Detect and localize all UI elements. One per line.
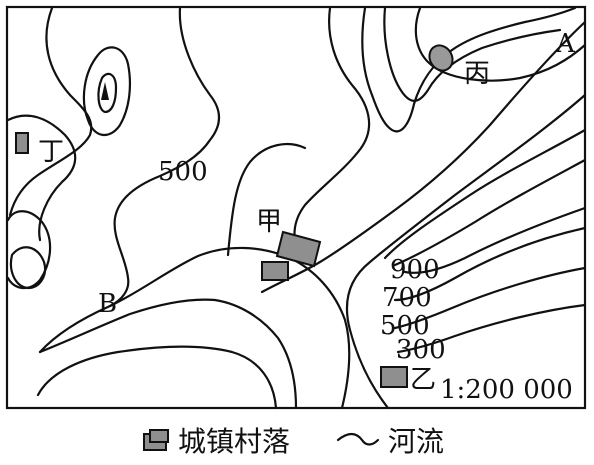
contour-line-4 [293,6,371,257]
contour-line-12 [393,226,587,302]
contour-lines [6,6,587,410]
contour-line-16 [38,298,298,410]
legend: 城镇村落 河流 [143,425,444,458]
lake [428,44,454,72]
place-label-yi: 乙 [410,365,436,395]
contour-line-8 [345,93,587,410]
contour-label-500-left: 500 [158,157,208,187]
settlement-jia-lower-icon [261,261,289,281]
contour-line-1 [8,6,93,217]
legend-river-label: 河流 [388,425,444,458]
river-icon [336,432,380,446]
place-label-ding: 丁 [38,137,64,167]
map-frame [5,5,587,410]
contour-line-22 [226,142,307,257]
contour-label-700: 700 [382,283,432,313]
settlement-icon-back [149,429,169,443]
contour-line-7 [414,6,587,82]
contour-line-6 [383,6,562,102]
contour-label-900: 900 [390,255,440,285]
settlement-yi-icon [380,366,408,388]
contour-label-500-right: 500 [380,311,430,341]
river [260,20,587,294]
contour-line-5 [361,6,577,133]
point-label-B: B [98,289,117,319]
contour-line-3 [6,114,77,242]
contour-line-14 [396,303,587,354]
point-label-A: A [555,29,576,59]
contour-line-21 [97,72,118,114]
contour-line-11 [403,206,587,274]
scale-label: 1:200 000 [440,375,573,405]
contour-line-17 [36,345,278,410]
settlement-jia-icon [275,230,322,268]
contour-line-13 [393,266,587,330]
settlement-ding-icon [15,132,29,154]
contour-line-19 [9,246,47,290]
legend-settlement-label: 城镇村落 [178,425,290,458]
contour-line-20 [82,46,132,136]
contour-line-9 [383,128,587,260]
peak-triangle-icon [101,82,109,100]
contour-line-10 [393,158,587,267]
contour-label-300: 300 [396,335,446,365]
place-label-jia: 甲 [256,207,282,237]
place-label-bing: 丙 [464,59,490,89]
